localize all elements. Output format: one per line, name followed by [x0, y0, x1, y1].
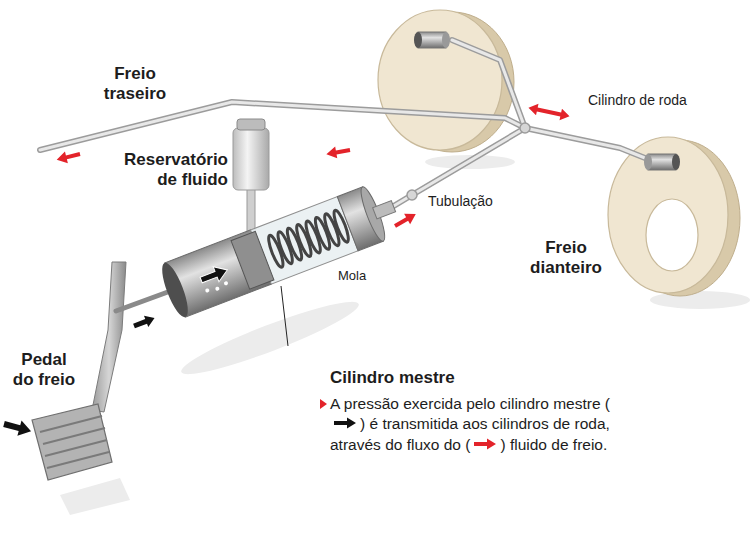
- brake-pipe: [40, 40, 650, 207]
- pressure-arrow: [2, 313, 157, 439]
- wheel-cylinder: [672, 154, 680, 170]
- front-disc-upper: [378, 10, 502, 150]
- master-cylinder: [215, 286, 220, 291]
- master-cylinder: [373, 201, 396, 219]
- brake-pipe: [452, 40, 525, 128]
- front-disc-lower: [646, 199, 698, 271]
- fluid-reservoir: [247, 186, 255, 232]
- brake-pedal: [40, 416, 109, 468]
- master-cylinder: [157, 260, 193, 320]
- front-disc-lower: [608, 137, 728, 293]
- fluid-reservoir: [233, 119, 269, 232]
- fluid-reservoir: [237, 119, 265, 130]
- master-cylinder: [198, 262, 230, 287]
- arrow-icon: [334, 417, 356, 428]
- part-label: Freio traseiro: [95, 64, 175, 105]
- wheel-cylinder: [418, 32, 446, 48]
- wheel-cylinder: [644, 154, 680, 170]
- part-label: Reservatório de fluido: [118, 150, 228, 191]
- brake-pipe: [525, 128, 650, 160]
- part-label: Tubulação: [428, 193, 493, 210]
- brake-pipe: [40, 102, 525, 150]
- fluid-flow-arrow: [55, 102, 571, 409]
- front-disc-upper: [378, 10, 514, 152]
- part-label: Cilindro de roda: [588, 92, 687, 109]
- part-label: Pedal do freio: [10, 350, 78, 391]
- arrow-icon: [474, 438, 496, 449]
- fluid-flow-arrow: [55, 148, 81, 165]
- leader-line: [281, 286, 288, 346]
- part-label: Freio dianteiro: [526, 238, 606, 279]
- master-cylinder: [205, 288, 210, 293]
- brake-pedal: [92, 262, 126, 412]
- brake-pipe: [40, 102, 525, 150]
- arrow-icon: [333, 417, 357, 429]
- fluid-flow-arrow: [392, 209, 419, 231]
- brake-pedal: [116, 289, 176, 311]
- wheel-cylinder: [648, 154, 676, 170]
- caption-text: A pressão exercida pelo cilindro mestre …: [330, 395, 610, 412]
- arrow-icon: [473, 435, 497, 455]
- brake-pipe: [407, 190, 417, 200]
- leader-line: [281, 286, 288, 346]
- wheel-cylinder: [442, 32, 450, 48]
- pressure-arrow: [132, 313, 157, 332]
- arrow-icon: [473, 438, 497, 450]
- fluid-flow-arrow: [325, 144, 351, 160]
- part-label: Mola: [338, 268, 366, 284]
- ground-shadow: [60, 478, 130, 515]
- brake-pedal: [47, 452, 109, 468]
- caption-text: ) fluido de freio.: [500, 436, 607, 453]
- brake-pipe: [520, 123, 530, 133]
- wheel-cylinder: [414, 32, 450, 48]
- fluid-reservoir: [233, 128, 269, 190]
- master-cylinder: [223, 281, 228, 286]
- wheel-cylinder: [644, 154, 652, 170]
- brake-pedal: [40, 416, 102, 432]
- wheel-cylinder: [414, 32, 422, 48]
- brake-pipe: [525, 128, 650, 160]
- fluid-flow-arrow: [527, 102, 571, 122]
- caption-heading: Cilindro mestre: [330, 368, 455, 388]
- caption-body: A pressão exercida pelo cilindro mestre …: [330, 394, 630, 456]
- brake-pipe: [40, 40, 650, 207]
- master-cylinder: [157, 179, 404, 320]
- front-disc-lower: [608, 137, 740, 296]
- fluid-flow-arrow: [320, 399, 327, 409]
- arrow-icon: [333, 414, 357, 434]
- master-cylinder: [266, 209, 351, 269]
- brake-pedal: [43, 428, 105, 444]
- brake-pipe: [40, 40, 650, 207]
- pressure-arrow: [2, 416, 33, 439]
- brake-pedal: [45, 440, 107, 456]
- brake-pedal: [32, 404, 112, 480]
